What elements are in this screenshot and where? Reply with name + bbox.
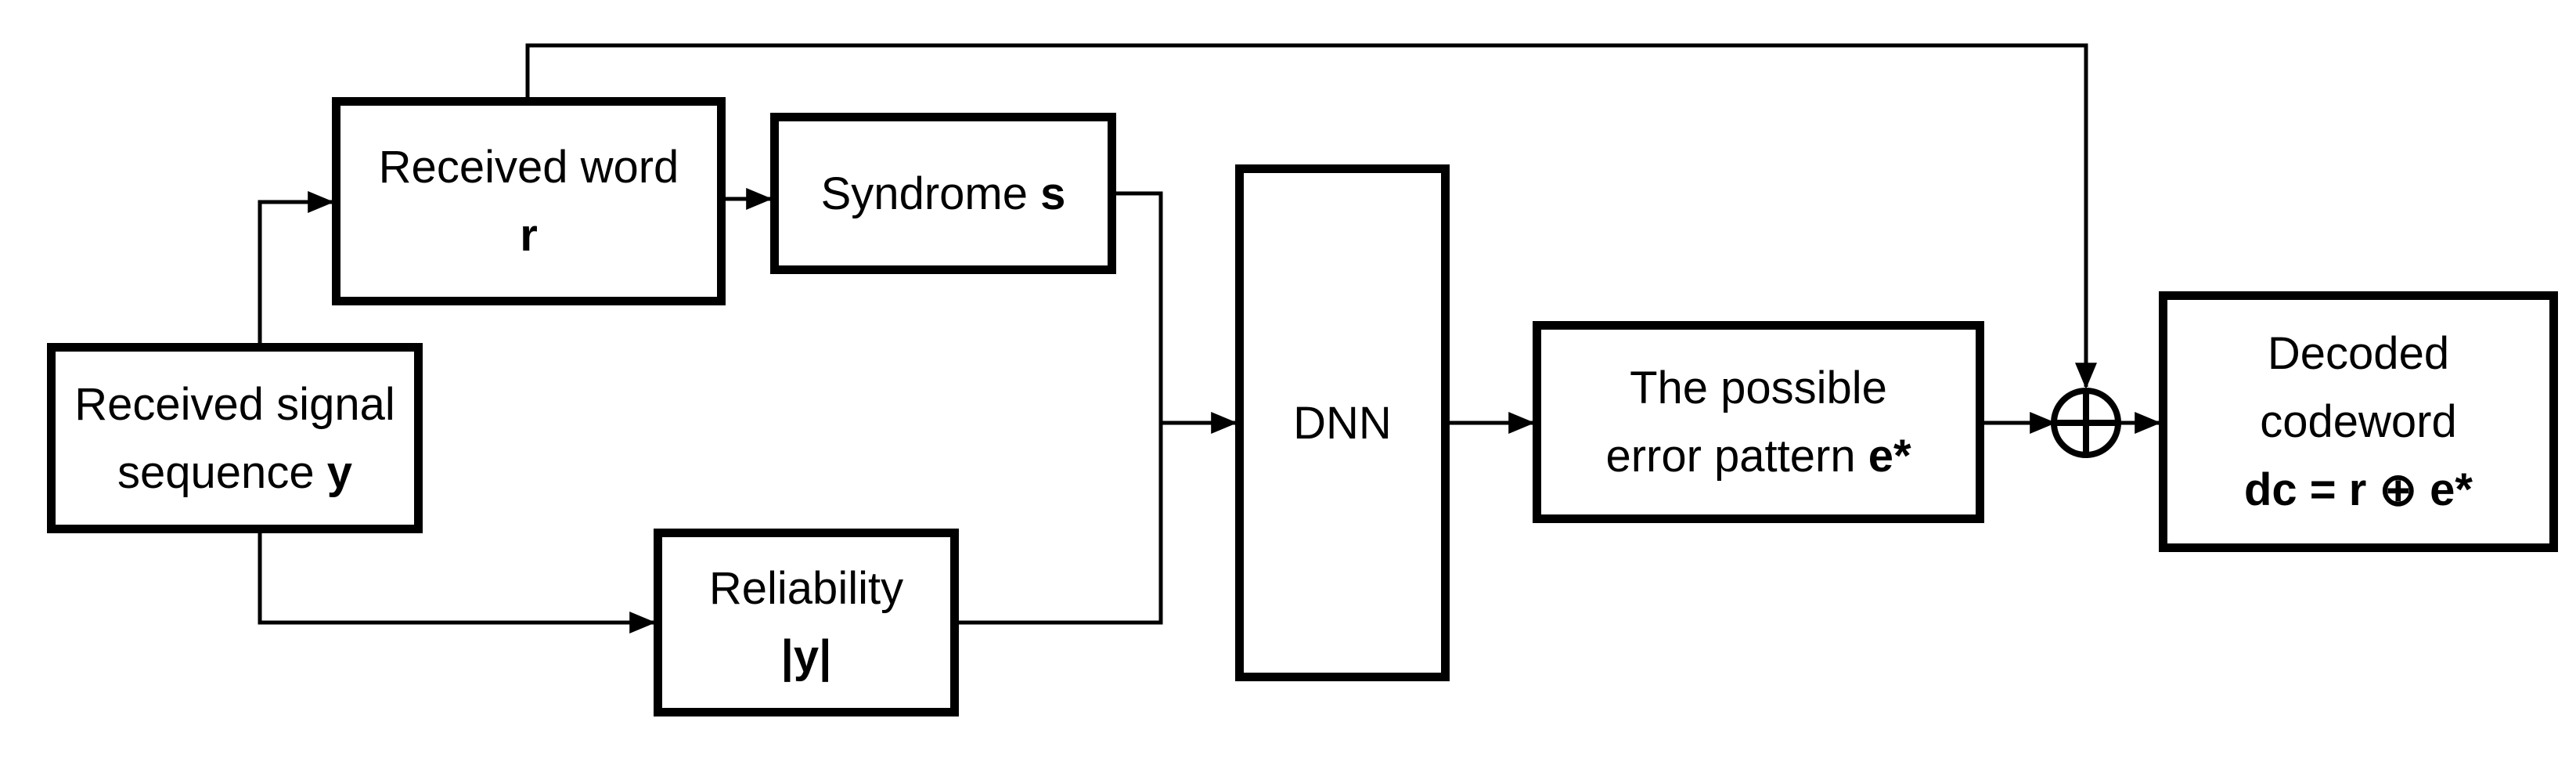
box-received-word: Received word r — [332, 97, 726, 305]
received-word-text: Received word — [378, 142, 679, 193]
decoded-text2: codeword — [2260, 396, 2457, 447]
xor-node-icon — [2051, 388, 2121, 458]
decoded-line1: Decoded — [2268, 319, 2449, 388]
math-formula-dc: dc = r ⊕ e* — [2243, 464, 2473, 515]
connector-feedback-word-to-xor — [525, 43, 2097, 389]
error-pattern-text1: The possible — [1630, 363, 1887, 413]
received-signal-text: Received signal — [74, 378, 395, 430]
reliability-line2: |y| — [781, 623, 832, 691]
syndrome-text: Syndrome — [820, 168, 1041, 219]
math-symbol-r: r — [520, 210, 538, 261]
connector-signal-to-reliability — [258, 533, 656, 633]
reliability-text: Reliability — [708, 563, 904, 614]
box-reliability: Reliability |y| — [654, 529, 959, 716]
decoded-line3: dc = r ⊕ e* — [2244, 456, 2473, 524]
box-syndrome: Syndrome s — [770, 113, 1116, 274]
error-pattern-line1: The possible — [1630, 354, 1887, 422]
received-signal-line1: Received signal — [74, 370, 395, 439]
connector-syndrome-reliability-trunk — [959, 191, 1163, 625]
box-received-signal: Received signal sequence y — [47, 343, 423, 533]
received-signal-text2: sequence — [117, 446, 327, 498]
math-symbol-abs-y: |y| — [780, 631, 832, 682]
connector-signal-to-word — [258, 191, 334, 343]
box-decoded-codeword: Decoded codeword dc = r ⊕ e* — [2159, 291, 2558, 552]
decoded-text1: Decoded — [2267, 328, 2450, 379]
received-word-line2: r — [520, 201, 538, 269]
math-symbol-y: y — [326, 446, 352, 498]
dnn-text: DNN — [1293, 397, 1392, 449]
decoded-line2: codeword — [2260, 388, 2456, 456]
math-symbol-s: s — [1040, 168, 1066, 219]
box-dnn: DNN — [1235, 164, 1450, 681]
dnn-label: DNN — [1293, 389, 1392, 457]
error-pattern-text2: error pattern — [1605, 431, 1868, 482]
syndrome-line1: Syndrome s — [821, 160, 1066, 228]
math-symbol-e-star: e* — [1868, 431, 1911, 482]
box-error-pattern: The possible error pattern e* — [1533, 321, 1984, 523]
received-signal-line2: sequence y — [117, 439, 352, 507]
error-pattern-line2: error pattern e* — [1605, 422, 1911, 490]
received-word-line1: Received word — [379, 133, 679, 201]
reliability-line1: Reliability — [709, 554, 903, 623]
